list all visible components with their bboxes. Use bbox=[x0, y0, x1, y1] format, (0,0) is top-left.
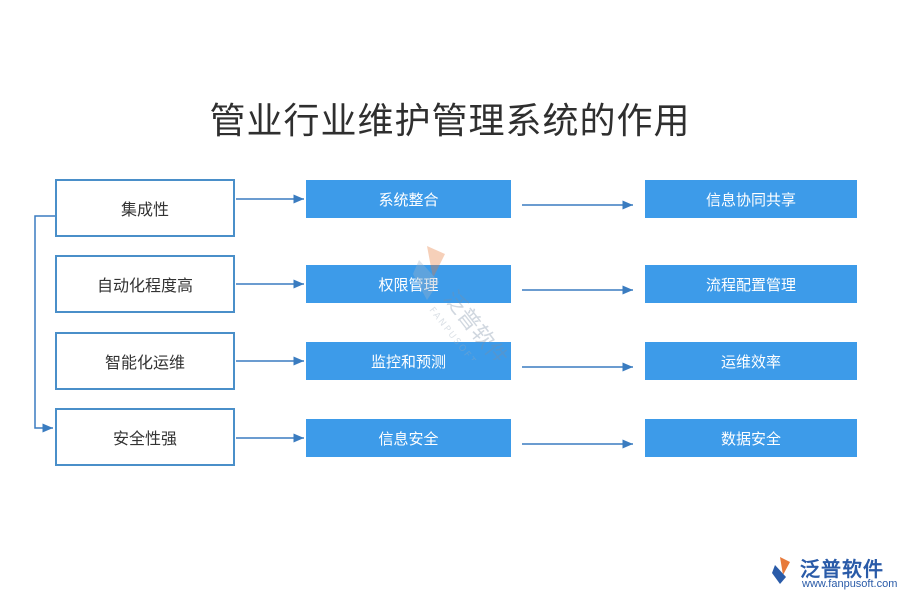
bracket-connector bbox=[34, 215, 55, 433]
right-node-label: 信息协同共享 bbox=[705, 190, 796, 209]
middle-node-label: 监控和预测 bbox=[370, 352, 446, 371]
left-node-label: 集成性 bbox=[120, 200, 169, 219]
left-node-1: 集成性 bbox=[55, 179, 235, 237]
diagram-title: 管业行业维护管理系统的作用 bbox=[209, 101, 691, 142]
middle-node-3: 监控和预测 bbox=[306, 342, 511, 380]
watermark-flame-icon bbox=[427, 246, 445, 278]
brand-name: 泛普软件 bbox=[800, 557, 884, 581]
watermark-logo: 泛普软件 FANPUSOFT bbox=[413, 246, 512, 360]
middle-node-label: 信息安全 bbox=[378, 429, 439, 448]
right-node-2: 流程配置管理 bbox=[645, 265, 857, 303]
left-node-2: 自动化程度高 bbox=[55, 255, 235, 313]
right-node-label: 数据安全 bbox=[720, 429, 781, 448]
middle-node-1: 系统整合 bbox=[306, 180, 511, 218]
left-node-3: 智能化运维 bbox=[55, 332, 235, 390]
left-node-label: 智能化运维 bbox=[104, 353, 185, 372]
brand-flame-icon bbox=[772, 557, 790, 584]
left-node-4: 安全性强 bbox=[55, 408, 235, 466]
left-node-label: 自动化程度高 bbox=[96, 276, 193, 295]
right-node-label: 运维效率 bbox=[720, 352, 781, 371]
right-node-1: 信息协同共享 bbox=[645, 180, 857, 218]
middle-node-label: 权限管理 bbox=[378, 275, 439, 294]
left-node-label: 安全性强 bbox=[112, 429, 177, 448]
middle-node-4: 信息安全 bbox=[306, 419, 511, 457]
middle-node-label: 系统整合 bbox=[378, 190, 439, 209]
brand-url: www.fanpusoft.com bbox=[802, 578, 898, 590]
right-node-label: 流程配置管理 bbox=[705, 275, 796, 294]
right-node-3: 运维效率 bbox=[645, 342, 857, 380]
middle-node-2: 权限管理 bbox=[306, 265, 511, 303]
right-node-4: 数据安全 bbox=[645, 419, 857, 457]
brand-logo: 泛普软件 www.fanpusoft.com bbox=[770, 553, 898, 595]
